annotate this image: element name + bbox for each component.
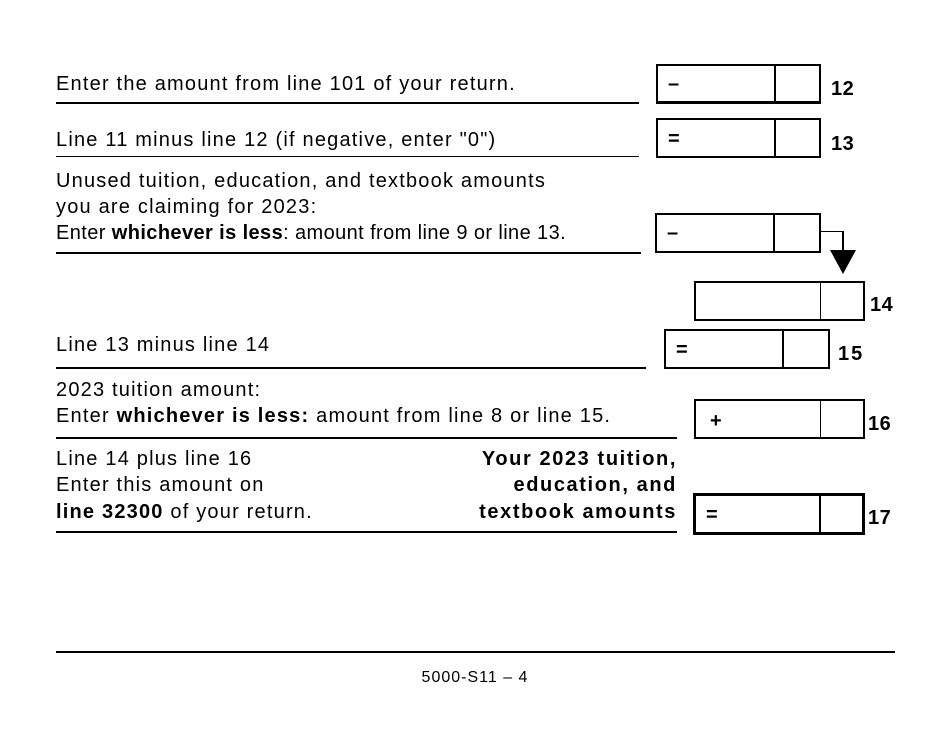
unused-amounts-line3: Enter whichever is less: amount from lin… <box>56 222 567 244</box>
arrow-connector <box>821 231 843 232</box>
line-number-15: 15 <box>838 343 865 365</box>
line-number-13: 13 <box>831 133 855 155</box>
line-number-14: 14 <box>870 294 894 316</box>
minus-operator: – <box>667 222 679 244</box>
result-label-line2: education, and <box>513 474 677 496</box>
line-15-description: Line 13 minus line 14 <box>56 334 271 356</box>
line-17-description-line2: Enter this amount on <box>56 474 265 496</box>
line-17-rule <box>56 531 677 533</box>
equals-operator: = <box>706 504 718 526</box>
line-14-cents-field[interactable] <box>820 283 821 319</box>
footer-rule <box>56 651 895 653</box>
unused-amounts-line1: Unused tuition, education, and textbook … <box>56 170 547 192</box>
line-15-amount-field[interactable]: = <box>664 329 830 369</box>
line-16-amount-field[interactable]: + <box>694 399 865 439</box>
unused-amounts-rule <box>56 252 641 254</box>
down-arrow-icon <box>830 250 856 274</box>
equals-operator: = <box>668 128 680 150</box>
line-16-description-line1: 2023 tuition amount: <box>56 379 262 401</box>
line-number-16: 16 <box>868 413 892 435</box>
unused-amounts-line2: you are claiming for 2023: <box>56 196 318 218</box>
line-16-rule <box>56 437 677 439</box>
equals-operator: = <box>676 339 688 361</box>
plus-operator: + <box>710 410 722 432</box>
minus-operator: – <box>668 73 680 95</box>
line-16-description-line2: Enter whichever is less: amount from lin… <box>56 405 612 427</box>
line-17-amount-field[interactable]: = <box>693 493 865 535</box>
line-12-description: Enter the amount from line 101 of your r… <box>56 73 516 95</box>
line-13-rule <box>56 156 639 157</box>
line-16-cents-field[interactable] <box>820 401 821 437</box>
unused-amounts-cents-field[interactable] <box>773 215 775 251</box>
result-label-line3: textbook amounts <box>479 501 677 523</box>
arrow-stem <box>842 231 844 251</box>
line-13-description: Line 11 minus line 12 (if negative, ente… <box>56 129 497 151</box>
line-17-description-line3: line 32300 of your return. <box>56 501 313 523</box>
line-13-amount-field[interactable]: = <box>656 118 821 158</box>
line-number-12: 12 <box>831 78 855 100</box>
line-12-cents-field[interactable] <box>774 66 776 101</box>
line-12-amount-field[interactable]: – <box>656 64 821 104</box>
line-number-17: 17 <box>868 507 892 529</box>
line-15-rule <box>56 367 646 369</box>
result-label-line1: Your 2023 tuition, <box>481 448 677 470</box>
line-15-cents-field[interactable] <box>782 331 784 367</box>
line-17-cents-field[interactable] <box>819 496 821 532</box>
line-14-amount-field[interactable] <box>694 281 865 321</box>
line-12-rule <box>56 102 639 104</box>
line-13-cents-field[interactable] <box>774 120 776 156</box>
page-label: 5000-S11 – 4 <box>421 669 529 686</box>
unused-amounts-field[interactable]: – <box>655 213 821 253</box>
line-17-description-line1: Line 14 plus line 16 <box>56 448 253 470</box>
